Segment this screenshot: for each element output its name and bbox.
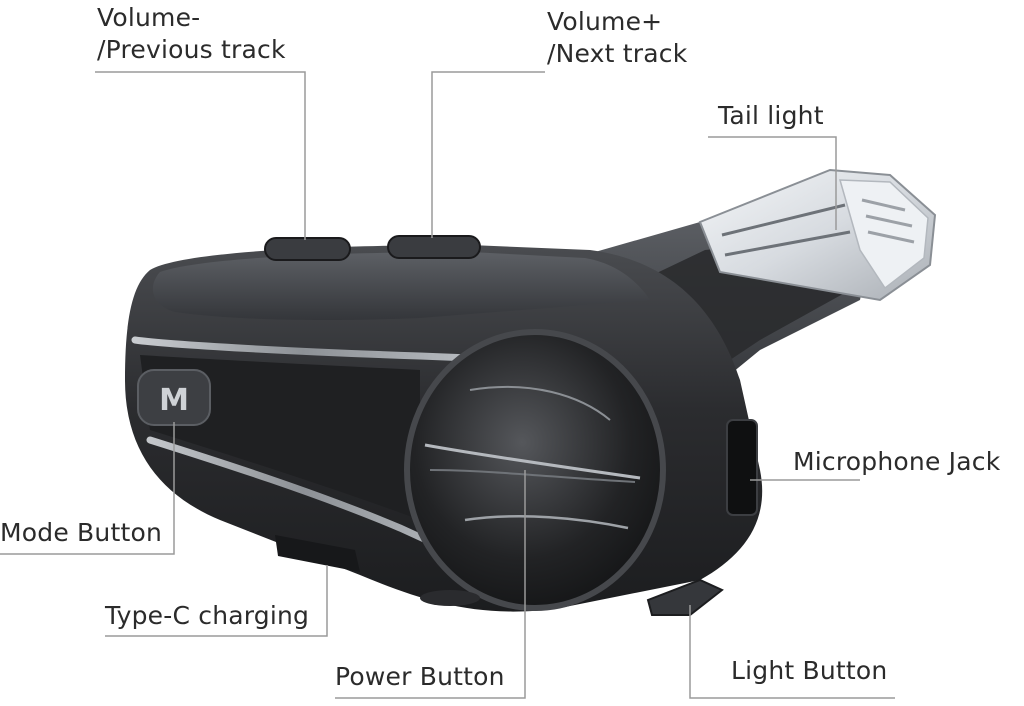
leader-light-button <box>689 605 895 699</box>
label-volume-minus: Volume- /Previous track <box>97 2 286 66</box>
label-volume-plus-line2: /Next track <box>547 39 688 68</box>
label-microphone-jack: Microphone Jack <box>793 447 1001 476</box>
leader-tail-light <box>708 136 837 230</box>
label-volume-plus-line1: Volume+ <box>547 7 663 36</box>
label-volume-plus: Volume+ /Next track <box>547 6 687 70</box>
mode-m-glyph: M <box>159 383 189 418</box>
label-type-c-charging: Type-C charging <box>105 601 310 630</box>
volume-plus-button <box>387 235 481 259</box>
leader-type-c <box>105 565 328 637</box>
type-c-port <box>275 535 360 572</box>
label-volume-minus-line1: Volume- <box>97 3 201 32</box>
silver-trim <box>131 336 474 564</box>
label-mode-button: Mode Button <box>0 518 163 547</box>
light-button <box>646 578 724 616</box>
leader-lines <box>0 71 895 699</box>
label-light-button: Light Button <box>731 656 888 685</box>
leader-power-button <box>335 470 526 699</box>
power-dial <box>404 329 666 611</box>
leader-volume-minus <box>95 71 306 240</box>
label-tail-light: Tail light <box>718 101 824 130</box>
label-power-button: Power Button <box>335 662 505 691</box>
label-volume-minus-line2: /Previous track <box>97 35 286 64</box>
leader-volume-plus <box>431 71 545 238</box>
volume-minus-button <box>264 237 351 261</box>
leader-mode-button <box>0 422 175 555</box>
tail-light-lens <box>698 168 937 302</box>
microphone-jack <box>726 419 758 516</box>
